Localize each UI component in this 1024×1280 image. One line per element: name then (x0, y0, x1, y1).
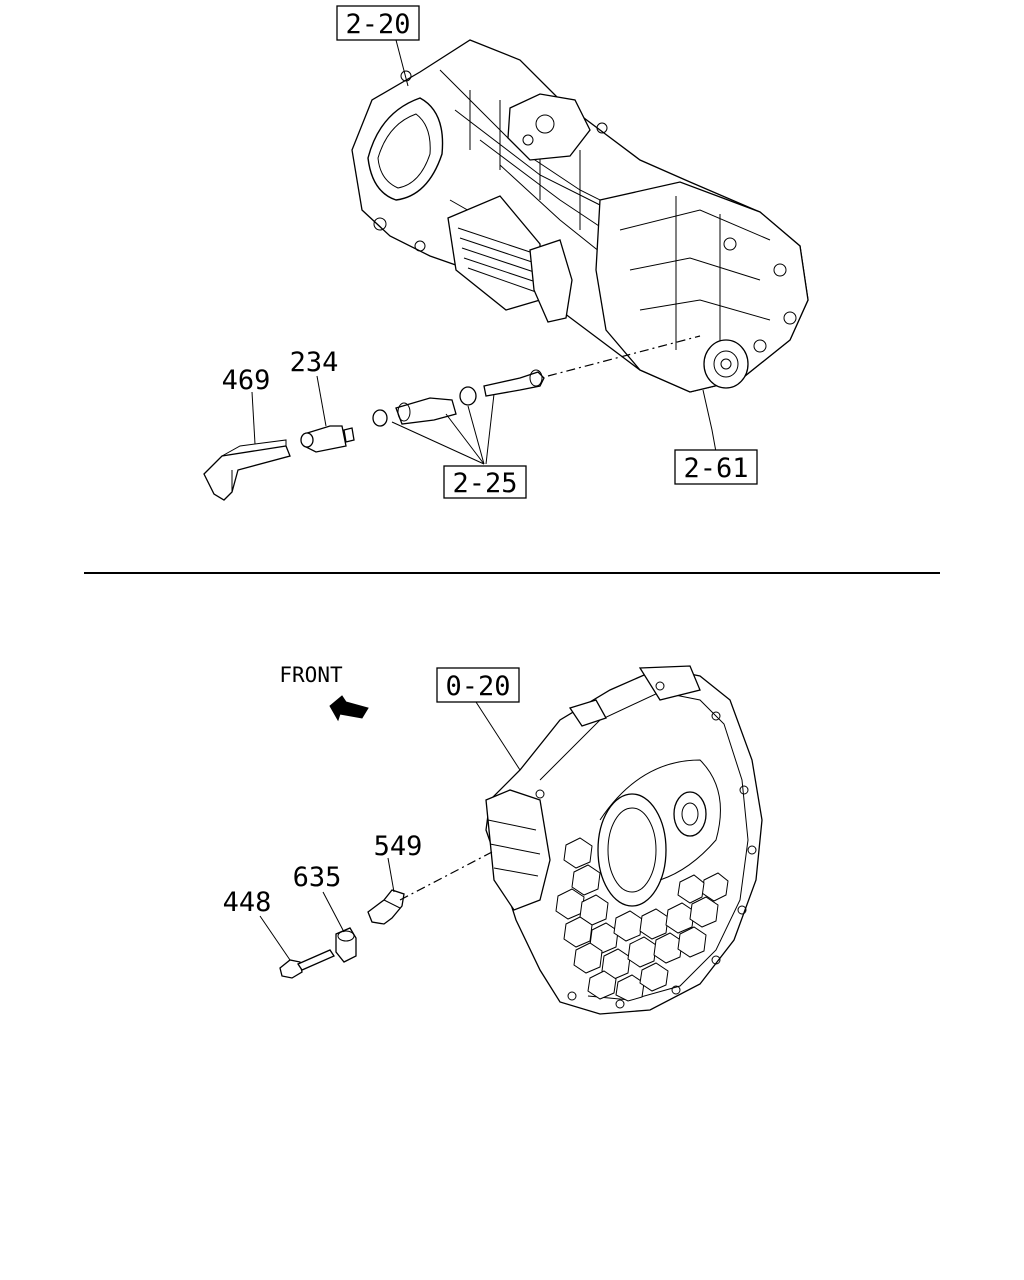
ref-box-0-20[interactable]: 0-20 (436, 667, 520, 703)
svg-text:2-25: 2-25 (452, 468, 517, 499)
part-number-635: 635 (293, 862, 342, 893)
clip-part (203, 439, 291, 501)
leader-469 (251, 391, 256, 445)
ref-box-2-61[interactable]: 2-61 (674, 449, 758, 485)
leader-0-20 (475, 701, 521, 771)
sensor-part (300, 425, 355, 453)
transmission-assembly (351, 39, 809, 393)
front-arrow-icon (329, 695, 369, 722)
leader-635 (322, 891, 345, 933)
leader-2-25-c (467, 405, 485, 465)
part-number-448: 448 (223, 887, 272, 918)
part-number-234: 234 (290, 347, 339, 378)
dashline-shaft (547, 335, 701, 377)
dashline-bracket (399, 851, 493, 901)
bolt-part (279, 949, 335, 979)
speed-sensor-part (335, 927, 357, 963)
ref-box-2-25[interactable]: 2-25 (443, 465, 527, 499)
leader-549 (387, 857, 395, 893)
part-number-469: 469 (222, 365, 271, 396)
svg-text:0-20: 0-20 (445, 671, 510, 702)
leader-234 (316, 375, 327, 427)
bracket-part (367, 889, 405, 925)
front-label: FRONT (279, 663, 343, 687)
svg-text:2-20: 2-20 (345, 9, 410, 40)
leader-2-25-a (391, 421, 485, 465)
leader-2-61 (702, 389, 717, 453)
leader-2-25-b (445, 413, 485, 465)
part-number-549: 549 (374, 831, 423, 862)
speed-gear-parts (372, 369, 545, 427)
leader-2-20 (395, 39, 409, 87)
svg-text:2-61: 2-61 (683, 453, 748, 484)
leader-448 (259, 915, 291, 961)
ref-box-2-20[interactable]: 2-20 (336, 5, 420, 41)
leader-2-25-d (485, 393, 495, 465)
honeycomb-grille (555, 837, 729, 1002)
